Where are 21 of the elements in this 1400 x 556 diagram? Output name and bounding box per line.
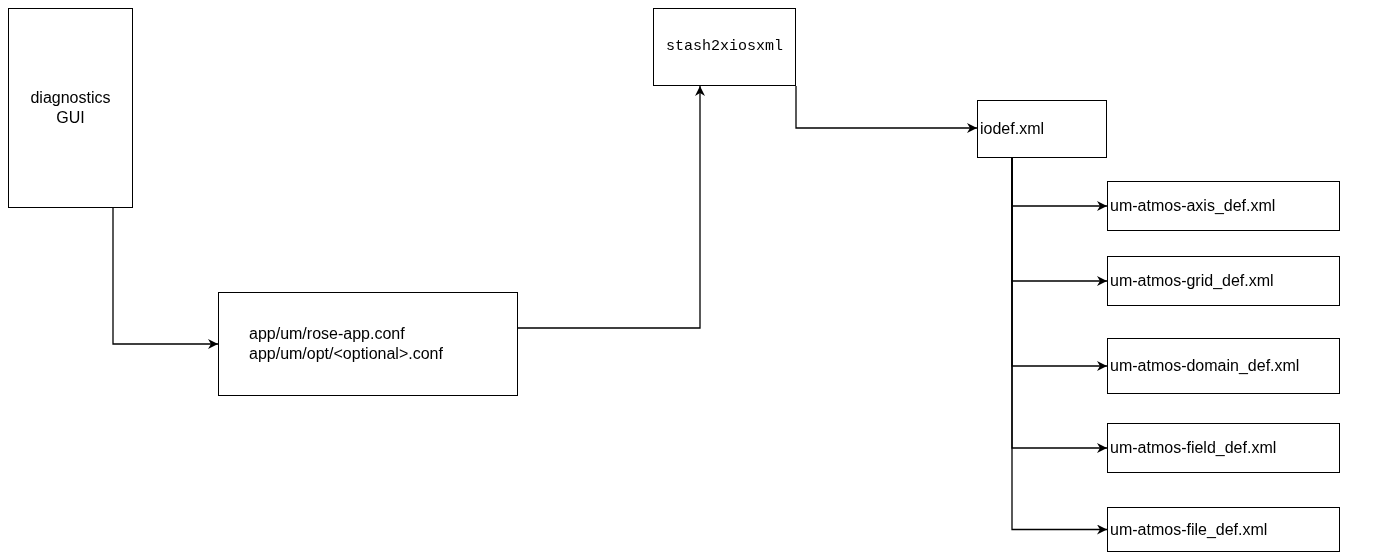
file-box bbox=[1107, 338, 1340, 394]
box-label: um-atmos-axis_def.xml bbox=[1110, 196, 1276, 216]
file-box bbox=[1107, 507, 1340, 552]
box-label: iodef.xml bbox=[980, 119, 1045, 139]
file-box bbox=[1107, 181, 1340, 231]
box-label: um-atmos-grid_def.xml bbox=[1110, 271, 1274, 291]
file-box bbox=[1107, 423, 1340, 473]
file-box bbox=[8, 8, 133, 208]
command-label: stash2xiosxml bbox=[666, 37, 783, 57]
box-label: um-atmos-field_def.xml bbox=[1110, 438, 1277, 458]
box-label: um-atmos-domain_def.xml bbox=[1110, 356, 1300, 376]
box-label: diagnostics GUI bbox=[29, 88, 112, 128]
file-box bbox=[977, 100, 1107, 158]
tool-box bbox=[653, 8, 796, 86]
box-label: um-atmos-file_def.xml bbox=[1110, 519, 1268, 540]
file-box bbox=[1107, 256, 1340, 306]
box-label: app/um/rose-app.conf app/um/opt/<optional>.conf bbox=[249, 324, 444, 364]
arrow bbox=[795, 85, 978, 133]
arrow bbox=[517, 85, 705, 329]
arrow bbox=[112, 207, 219, 349]
file-box bbox=[218, 292, 518, 396]
